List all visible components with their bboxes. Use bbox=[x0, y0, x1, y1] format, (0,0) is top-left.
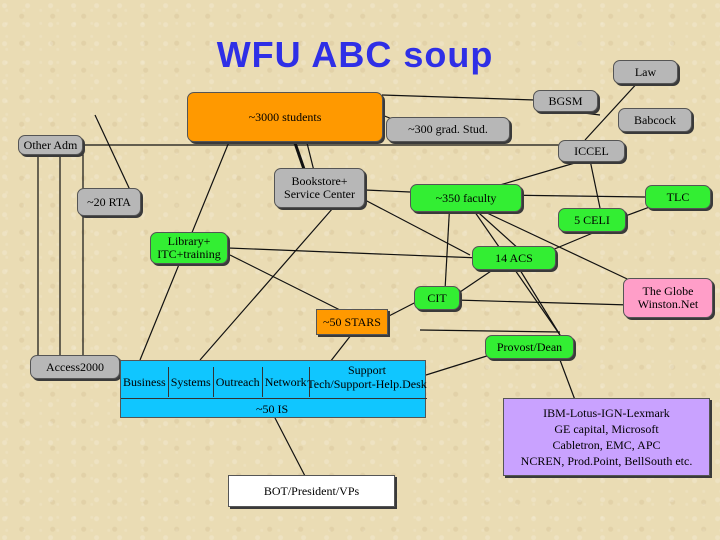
acs-node: 14 ACS bbox=[472, 246, 556, 270]
bookstore-node: Bookstore+ Service Center bbox=[274, 168, 365, 208]
access2000-node: Access2000 bbox=[30, 355, 120, 379]
rta-node: ~20 RTA bbox=[77, 188, 141, 216]
law-node: Law bbox=[613, 60, 678, 84]
cit-node: CIT bbox=[414, 286, 460, 310]
babcock-node: Babcock bbox=[618, 108, 692, 132]
faculty-node: ~350 faculty bbox=[410, 184, 522, 212]
vendors-node: IBM-Lotus-IGN-Lexmark GE capital, Micros… bbox=[503, 398, 710, 476]
is-cell-business: Business bbox=[121, 367, 169, 397]
globe-node: The Globe Winston.Net bbox=[623, 278, 713, 318]
stars-node: ~50 STARS bbox=[316, 309, 388, 335]
diagram-title: WFU ABC soup bbox=[216, 34, 494, 75]
library-node: Library+ ITC+training bbox=[150, 232, 228, 264]
tlc-node: TLC bbox=[645, 185, 711, 209]
iccel-node: ICCEL bbox=[558, 140, 625, 162]
is-cell-systems: Systems bbox=[169, 367, 214, 397]
provost-node: Provost/Dean bbox=[485, 335, 574, 359]
is-cell-network: Network bbox=[263, 367, 310, 397]
bgsm-node: BGSM bbox=[533, 90, 598, 112]
celi-node: 5 CELI bbox=[558, 208, 626, 232]
is-bar: Business Systems Outreach Network Suppor… bbox=[120, 360, 427, 418]
students-node: ~3000 students bbox=[187, 92, 383, 142]
bot-node: BOT/President/VPs bbox=[228, 475, 395, 507]
is-cell-outreach: Outreach bbox=[214, 367, 263, 397]
other-adm-node: Other Adm bbox=[18, 135, 83, 155]
is-count-label: ~50 IS bbox=[256, 402, 289, 416]
grad-students-node: ~300 grad. Stud. bbox=[386, 117, 510, 142]
support-cell: Support Tech/Support-Help.Desk bbox=[307, 363, 427, 391]
